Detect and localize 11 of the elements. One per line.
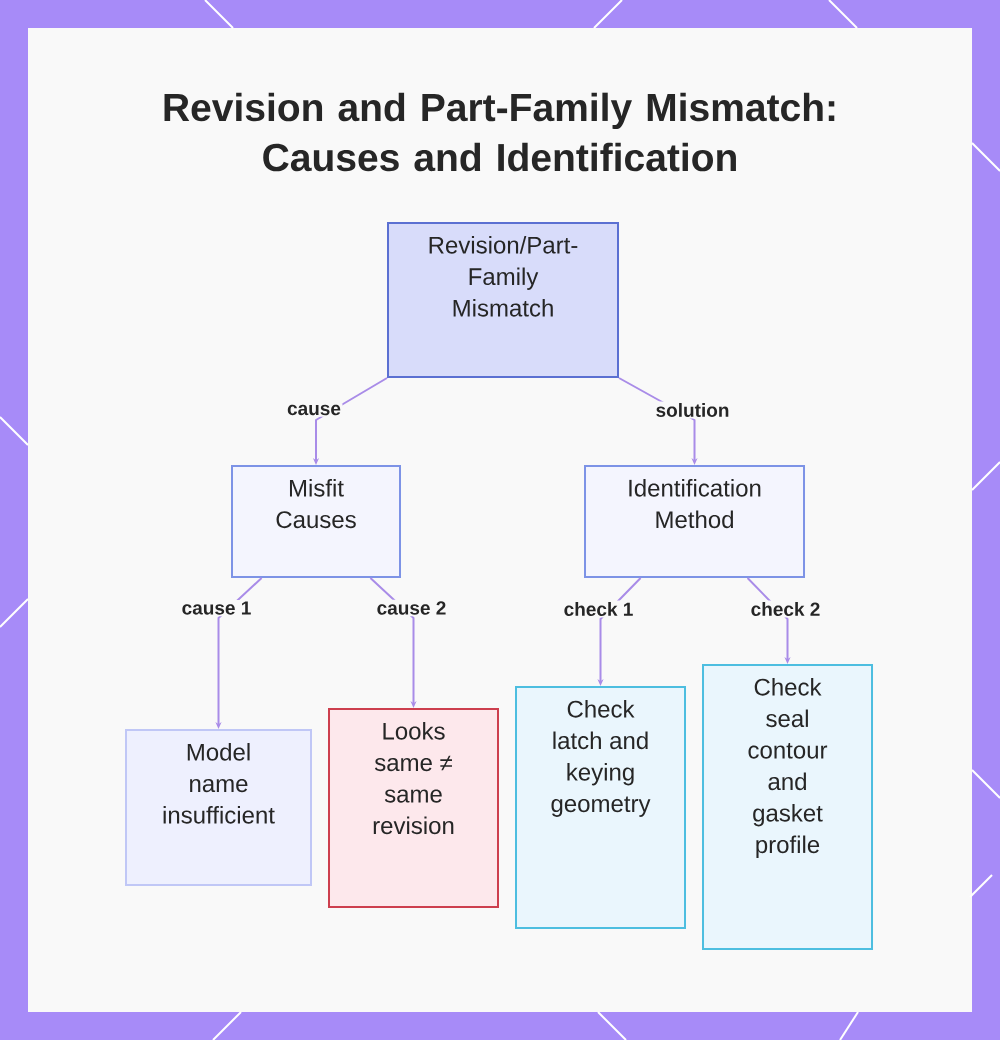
- title: Revision and Part-Family Mismatch: Causes and Identification: [164, 92, 835, 172]
- edge-label: cause: [285, 403, 343, 417]
- leaf-box: Looks same ≠ same revision: [328, 708, 499, 908]
- leaf-box: Check latch and keying geometry: [515, 686, 686, 929]
- branch-box: Misfit Causes: [231, 465, 401, 578]
- leaf-box: Model name insufficient: [125, 729, 312, 886]
- branch-box: Identification Method: [584, 465, 805, 578]
- arrow: [369, 577, 417, 708]
- arrow: [746, 577, 791, 664]
- leaf-box: Check seal contour and gasket profile: [702, 664, 873, 950]
- topic-box: Revision/Part-Family Mismatch: [387, 222, 619, 378]
